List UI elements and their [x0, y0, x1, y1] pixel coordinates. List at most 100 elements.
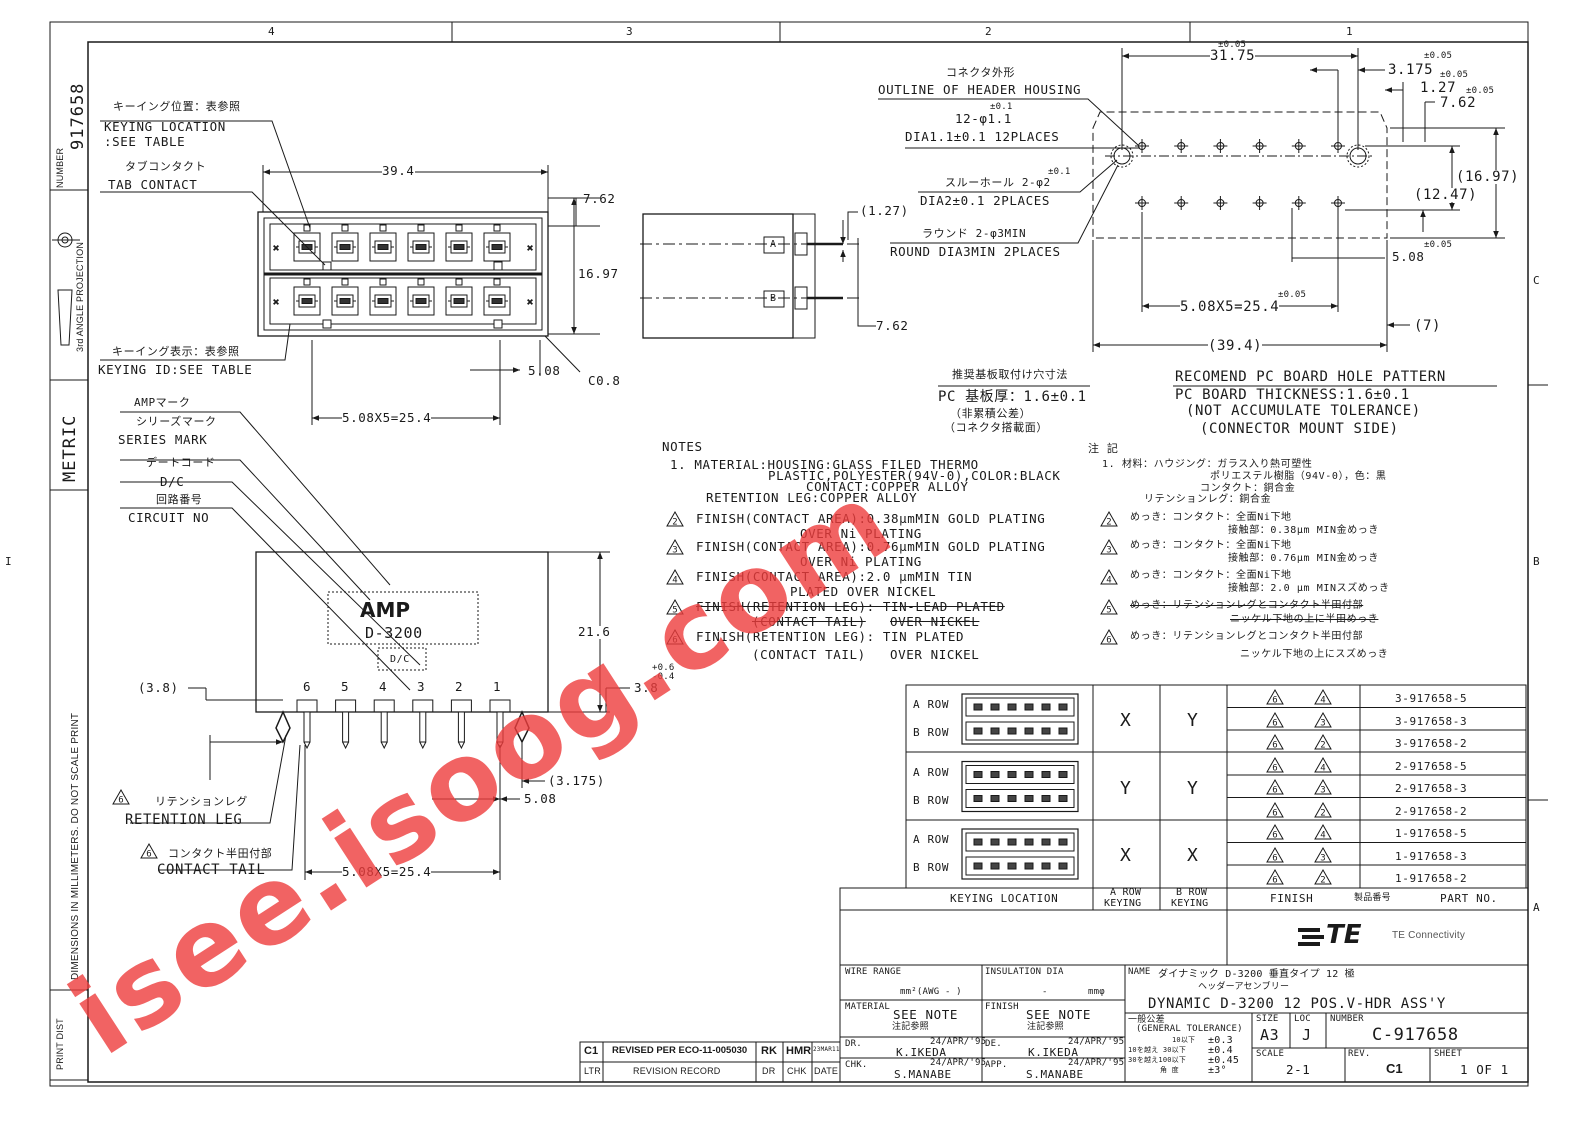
tol-r1: 10以下 [1172, 1036, 1196, 1044]
tol-r4v: ±3° [1208, 1065, 1227, 1076]
table-row-a-label: A ROW [913, 698, 950, 711]
tol-jp: 一般公差 [1128, 1015, 1165, 1025]
de-label: DE. [985, 1039, 1002, 1049]
note-jp-1d: リテンションレグ：銅合金 [1144, 494, 1272, 505]
bv-tol-minus: -0.4 [652, 672, 675, 682]
note-3b: OVER Ni PLATING [800, 554, 922, 569]
hole-tol: ±0.1 [990, 102, 1013, 112]
note-6a: FINISH(RETENTION LEG): TIN PLATED [696, 629, 965, 644]
note-triangle: 2 [666, 510, 684, 528]
tol-762: ±0.05 [1466, 86, 1495, 96]
retention-callout-triangle: 6 [112, 788, 130, 806]
table-a-keying: X [1120, 845, 1132, 866]
svg-text:2: 2 [1320, 808, 1325, 818]
loc-value: J [1302, 1026, 1312, 1044]
finish-triangle: 4 [1314, 756, 1332, 773]
round-jp: ラウンド 2-φ3MIN [922, 227, 1027, 240]
svg-text:2: 2 [1320, 876, 1325, 886]
keying-location-see-table: :SEE TABLE [104, 134, 186, 149]
thru-hole-tol: ±0.1 [1048, 167, 1071, 177]
note-1d: RETENTION LEG:COPPER ALLOY [706, 490, 918, 505]
svg-text:3: 3 [1106, 546, 1111, 556]
front-dim-pitch: 5.08X5=25.4 [342, 410, 432, 425]
finish-triangle: 6 [1266, 868, 1284, 886]
note-jp-3b: 接触部：0.76μm MIN金めっき [1228, 553, 1380, 564]
front-dim-762: 7.62 [583, 191, 616, 206]
finish-triangle: 2 [1314, 733, 1332, 751]
circuit-2: 2 [455, 679, 464, 694]
side-row-b: B [770, 293, 777, 304]
keying-location-label: KEYING LOCATION [104, 119, 226, 134]
dimensions-note: DIMENSIONS IN MILLIMETERS. DO NOT SCALE … [70, 712, 81, 980]
svg-text:3: 3 [1320, 853, 1325, 863]
note-triangle: 4 [666, 568, 684, 586]
note-jp-3a: めっき：コンタクト：全面Ni下地 [1130, 540, 1292, 551]
svg-text:4: 4 [1106, 576, 1111, 586]
svg-text:3: 3 [1320, 718, 1325, 728]
tol-r2v: ±0.4 [1208, 1045, 1233, 1056]
tol-r1v: ±0.3 [1208, 1035, 1233, 1046]
svg-text:6: 6 [146, 850, 151, 860]
part-number: 3-917658-2 [1395, 737, 1468, 750]
projection-label: 3rd ANGLE PROJECTION [75, 241, 85, 352]
svg-text:3: 3 [1320, 786, 1325, 796]
tab-contact-jp: タブコンタクト [125, 160, 207, 173]
keying-location-jp: キーイング位置：表参照 [113, 100, 241, 113]
finish-label: FINISH [985, 1002, 1019, 1012]
svg-text:2: 2 [1106, 518, 1111, 528]
hp-dim-394: (39.4) [1208, 338, 1263, 354]
rev-h-record: REVISION RECORD [633, 1066, 721, 1076]
svg-text:4: 4 [1320, 696, 1325, 706]
name-jp-2: ヘッダーアセンブリー [1198, 982, 1290, 992]
front-dim-508: 5.08 [528, 363, 561, 378]
wire-range-label: WIRE RANGE [845, 967, 902, 977]
svg-text:6: 6 [1272, 718, 1277, 728]
tol-127: ±0.05 [1440, 70, 1469, 80]
zone-1: 1 [1346, 25, 1354, 38]
side-dim-762: 7.62 [876, 318, 909, 333]
insulation-label: INSULATION DIA [985, 967, 1064, 977]
front-dim-width: 39.4 [382, 163, 415, 178]
note-jp-triangle: 6 [1100, 628, 1118, 646]
material-label: MATERIAL [845, 1002, 890, 1012]
part-number: 2-917658-2 [1395, 804, 1468, 818]
hp-dim-3175b: 3.175 [1388, 62, 1434, 78]
finish-triangle: 6 [1266, 733, 1284, 751]
note-jp-triangle: 2 [1100, 510, 1118, 528]
contact-tail-label: CONTACT TAIL [157, 862, 266, 878]
rev-h-dr: DR [762, 1066, 776, 1076]
tol-label: (GENERAL TOLERANCE) [1136, 1024, 1243, 1034]
insulation-unit: mmφ [1088, 987, 1105, 997]
finish-triangle: 6 [1266, 756, 1284, 773]
note-5c: OVER NICKEL [890, 614, 980, 629]
insulation-dash: - [1042, 987, 1048, 997]
table-row-b-label: B ROW [913, 793, 950, 807]
tol-508: ±0.05 [1424, 240, 1453, 250]
number-value: C-917658 [1372, 1025, 1459, 1045]
bv-dim-508: 5.08 [524, 791, 557, 806]
th-a-row-2: KEYING [1104, 898, 1142, 909]
dr-name: K.IKEDA [896, 1046, 947, 1059]
rev-record: REVISED PER ECO-11-005030 [612, 1045, 748, 1056]
part-number: 1-917658-5 [1395, 827, 1468, 840]
rev-h-chk: CHK [787, 1066, 807, 1076]
zone-c: C [1533, 274, 1541, 287]
note-jp-6b: ニッケル下地の上にスズめっき [1240, 649, 1389, 660]
app-date: 24/APR/'95 [1068, 1058, 1125, 1068]
sheet-value: 1 OF 1 [1460, 1062, 1509, 1077]
svg-text:×: × [527, 297, 533, 308]
retention-leg-jp: リテンションレグ [155, 795, 248, 808]
circuit-4: 4 [379, 679, 388, 694]
finish-triangle: 6 [1266, 688, 1284, 706]
note-5a: FINISH(RETENTION LEG): TIN-LEAD PLATED [696, 599, 1005, 614]
finish-triangle: 3 [1314, 846, 1332, 863]
dr-label: DR. [845, 1039, 862, 1049]
finish-triangle: 3 [1314, 778, 1332, 796]
finish-triangle: 4 [1314, 823, 1332, 841]
svg-text:6: 6 [1272, 741, 1277, 751]
hp-dim-7: (7) [1414, 318, 1442, 334]
tol-r3v: ±0.45 [1208, 1055, 1240, 1066]
metric-label: METRIC [60, 414, 80, 482]
svg-text:5: 5 [672, 606, 677, 616]
table-b-keying: Y [1187, 777, 1199, 799]
